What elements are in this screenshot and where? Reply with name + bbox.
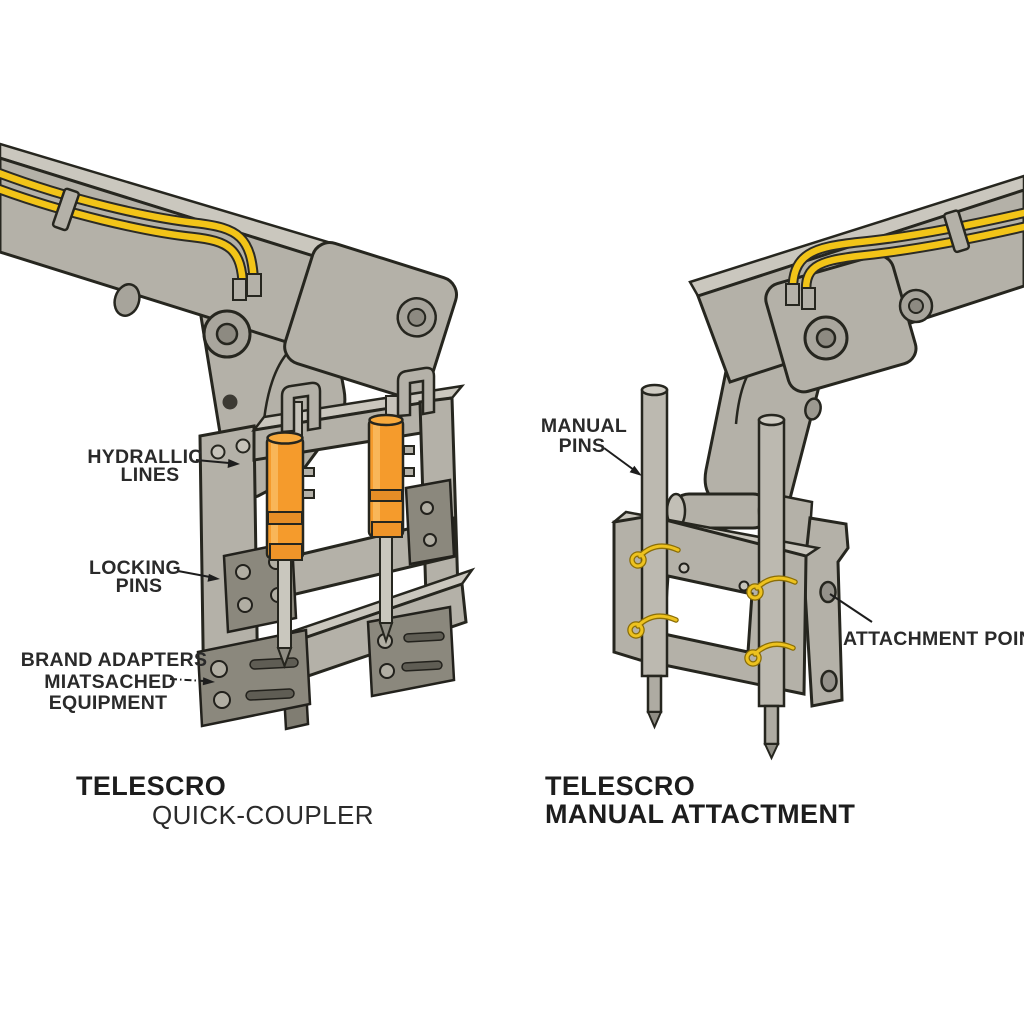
cylinder-lower-cap — [269, 543, 303, 561]
cylinder-highlight — [373, 425, 380, 531]
caption-left-line2: QUICK-COUPLER — [152, 800, 374, 830]
cylinder-highlight — [271, 443, 278, 553]
hose-clamp — [943, 209, 971, 254]
manual-pin-left — [640, 383, 669, 730]
boom-arm — [0, 142, 458, 401]
label-attachment-points: ATTACHMENT POINTS — [843, 628, 1024, 650]
retainer-clips — [627, 543, 798, 667]
hose-fitting — [801, 287, 816, 310]
label-hydraulic-lines-2: LINES — [121, 464, 180, 486]
hose-clamp — [51, 187, 80, 232]
caption-right-line2: MANUAL ATTACTMENT — [545, 799, 855, 829]
quick-coupler-illustration: HYDRALLIC LINES LOCKING PINS BRAND ADAPT… — [0, 142, 476, 830]
hose-upper — [789, 209, 1024, 300]
caption-right-line1: TELESCRO — [545, 771, 695, 801]
label-brand-adapters-3: EQUIPMENT — [49, 692, 168, 714]
arrowhead — [629, 465, 642, 476]
cylinder-band — [369, 489, 403, 502]
hose-fitting — [785, 283, 800, 306]
piston-rod-right — [379, 536, 393, 624]
locking-pin-tip-right — [378, 622, 394, 645]
leader-attachment-points — [829, 593, 873, 623]
attachment-point-hole-lower — [820, 669, 838, 693]
arrowhead — [227, 459, 240, 468]
hydraulic-cylinder-left — [265, 431, 315, 669]
hose-fitting — [246, 273, 262, 297]
locking-plate-right — [404, 478, 456, 566]
attachment-point-hole-upper — [819, 580, 837, 604]
label-hydraulic-lines-1: HYDRALLIC — [87, 446, 202, 468]
arrowhead — [202, 677, 215, 686]
hose-fitting — [232, 278, 247, 301]
boom-end-block — [283, 241, 458, 401]
clamp-ear-right — [396, 366, 436, 418]
link-grease-hole — [222, 394, 238, 410]
hydraulic-hoses — [785, 207, 1024, 310]
leader-brand-adapters — [169, 678, 205, 682]
arrowhead — [207, 573, 220, 582]
leader-locking-pins — [177, 570, 211, 578]
locking-pin-tip-left — [276, 647, 293, 669]
piston-rod-left — [277, 559, 292, 649]
label-brand-adapters-2: MIATSACHED — [44, 671, 176, 693]
link-hole — [804, 397, 822, 421]
cylinder-band — [267, 511, 303, 525]
hose-lower — [802, 223, 1024, 303]
boom-lightening-hole — [113, 283, 141, 317]
leader-hydraulic-lines — [195, 459, 230, 464]
cylinder-lower-cap — [371, 521, 403, 538]
clamp-ear-left — [280, 381, 322, 434]
label-manual-pins-1: MANUAL — [541, 415, 627, 437]
label-locking-pins-2: PINS — [116, 575, 163, 597]
clip-wire — [638, 544, 680, 558]
manual-attachment-illustration: MANUAL PINS ATTACHMENT POINTS TELESCRO M… — [541, 174, 1024, 829]
manual-pin-right — [757, 413, 786, 761]
label-locking-pins-1: LOCKING — [89, 557, 181, 579]
pivot-hole — [215, 322, 239, 346]
label-manual-pins-2: PINS — [559, 435, 606, 457]
clip-wire — [755, 576, 797, 590]
hose-lower — [0, 185, 247, 292]
clip-wire — [753, 642, 795, 656]
caption-left-line1: TELESCRO — [76, 771, 226, 801]
clip-wire — [636, 614, 678, 628]
label-brand-adapters-1: BRAND ADAPTERS — [21, 649, 208, 671]
boom-hole-inner — [908, 298, 924, 314]
hydraulic-cylinder-right — [367, 413, 415, 645]
hose-upper — [0, 170, 258, 288]
pivot-hole — [815, 327, 837, 349]
leader-manual-pins — [603, 447, 635, 471]
boom-arm — [688, 174, 1024, 394]
hydraulic-hoses — [0, 167, 262, 301]
